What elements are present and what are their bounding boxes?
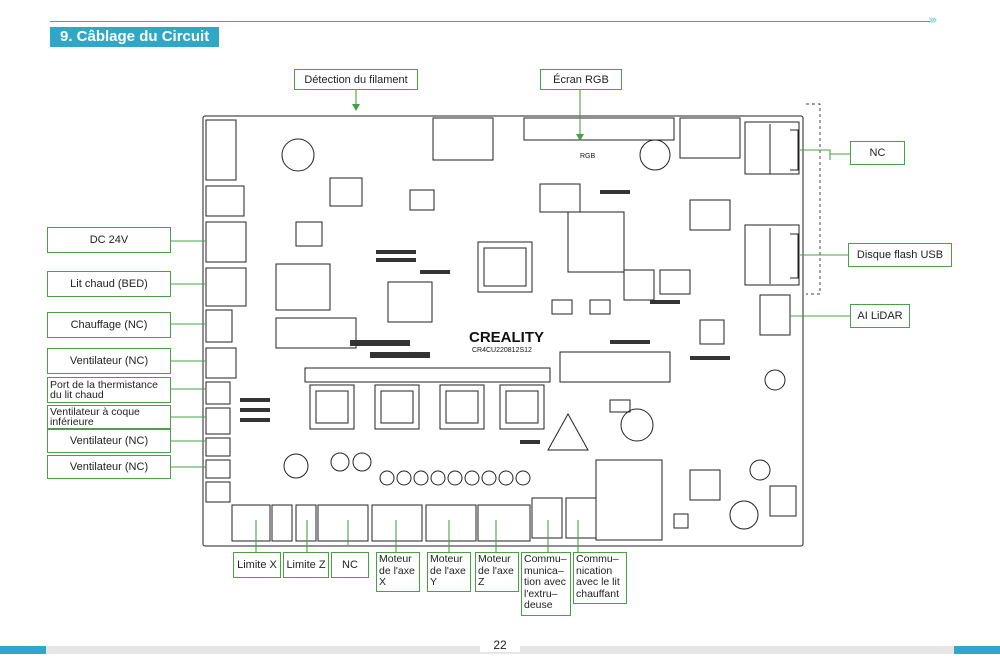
label-bed-comm-line1: Commu–	[576, 553, 619, 565]
label-fan-nc-2: Ventilateur (NC)	[47, 429, 171, 453]
usb-port	[744, 224, 800, 286]
label-fan-nc-1: Ventilateur (NC)	[47, 348, 171, 374]
rgb-silkscreen: RGB	[580, 153, 596, 160]
label-bed-thermistor-line1: Port de la thermistance	[50, 379, 158, 391]
label-extruder-comm-line4: l'extru–	[524, 587, 558, 600]
label-motor-y-line3: Y	[430, 576, 438, 588]
ic-top	[432, 117, 494, 161]
page-number: 22	[480, 638, 520, 652]
label-filament-detection: Détection du filament	[294, 69, 418, 90]
main-mcu	[477, 241, 533, 293]
usb-bracket	[806, 103, 821, 295]
label-motor-z: Moteur de l'axe Z	[475, 552, 519, 592]
header-rule	[50, 21, 930, 22]
label-usb-flash: Disque flash USB	[848, 243, 952, 267]
label-motor-y: Moteur de l'axe Y	[427, 552, 471, 592]
lidar-connector	[759, 294, 791, 336]
usb-port-top	[744, 121, 800, 175]
label-bed-thermistor: Port de la thermistance du lit chaud	[47, 377, 171, 403]
label-extruder-comm-line2: munica–	[524, 564, 564, 577]
warning-triangle-icon	[547, 412, 589, 451]
label-lower-shell-fan-line1: Ventilateur à coque	[50, 406, 140, 418]
label-motor-z-line3: Z	[478, 576, 485, 588]
board-model: CR4CU220812S12	[472, 347, 532, 354]
label-lower-shell-fan-line2: inférieure	[50, 416, 94, 428]
label-motor-y-line1: Moteur	[430, 553, 463, 565]
label-extruder-comm-line5: deuse	[524, 599, 553, 611]
label-limit-z: Limite Z	[283, 552, 329, 578]
label-bed-comm-line4: chauffant	[576, 587, 620, 600]
label-motor-z-line1: Moteur	[478, 553, 511, 565]
label-bed-thermistor-line2: du lit chaud	[50, 389, 104, 401]
capacitor-top-right	[639, 139, 671, 171]
footer-accent-left	[0, 646, 46, 654]
label-limit-x: Limite X	[233, 552, 281, 578]
component-texture	[240, 190, 730, 444]
left-connectors	[205, 119, 247, 503]
label-bed-comm: Commu– nication avec le lit chauffant	[573, 552, 627, 604]
label-rgb-screen: Écran RGB	[540, 69, 622, 90]
label-bed-comm-line3: avec le lit	[576, 576, 620, 588]
label-lower-shell-fan: Ventilateur à coque inférieure	[47, 405, 171, 429]
label-extruder-comm-line1: Commu–	[524, 553, 567, 565]
label-heated-bed: Lit chaud (BED)	[47, 271, 171, 297]
brand-logo: CREALITY	[469, 329, 544, 346]
label-motor-x-line1: Moteur	[379, 553, 412, 565]
stepper-drivers	[304, 367, 551, 430]
callout-arrowheads	[352, 104, 584, 141]
memory-chip	[567, 211, 625, 273]
label-extruder-comm: Commu– munica– tion avec l'extru– deuse	[521, 552, 571, 616]
label-extruder-comm-line3: tion avec	[524, 576, 567, 588]
label-motor-y-line2: de l'axe	[430, 564, 466, 577]
label-motor-x-line2: de l'axe	[379, 564, 415, 577]
board-outline	[202, 115, 804, 547]
label-nc-right: NC	[850, 141, 905, 165]
label-dc-24v: DC 24V	[47, 227, 171, 253]
callout-lines	[170, 89, 856, 552]
label-ai-lidar: AI LiDAR	[850, 304, 910, 328]
label-motor-z-line2: de l'axe	[478, 564, 514, 577]
label-nc-bottom: NC	[331, 552, 369, 578]
label-bed-comm-line2: nication	[576, 564, 613, 577]
label-fan-nc-3: Ventilateur (NC)	[47, 455, 171, 479]
label-motor-x: Moteur de l'axe X	[376, 552, 420, 592]
bottom-connectors	[231, 459, 663, 542]
footer-accent-right	[954, 646, 1000, 654]
header-chevrons-icon: ›››	[928, 13, 937, 28]
label-heating-nc: Chauffage (NC)	[47, 312, 171, 338]
label-motor-x-line3: X	[379, 576, 387, 588]
section-title: 9. Câblage du Circuit	[50, 27, 220, 47]
capacitor-top-left	[281, 138, 315, 172]
capacitor-row	[283, 369, 786, 530]
